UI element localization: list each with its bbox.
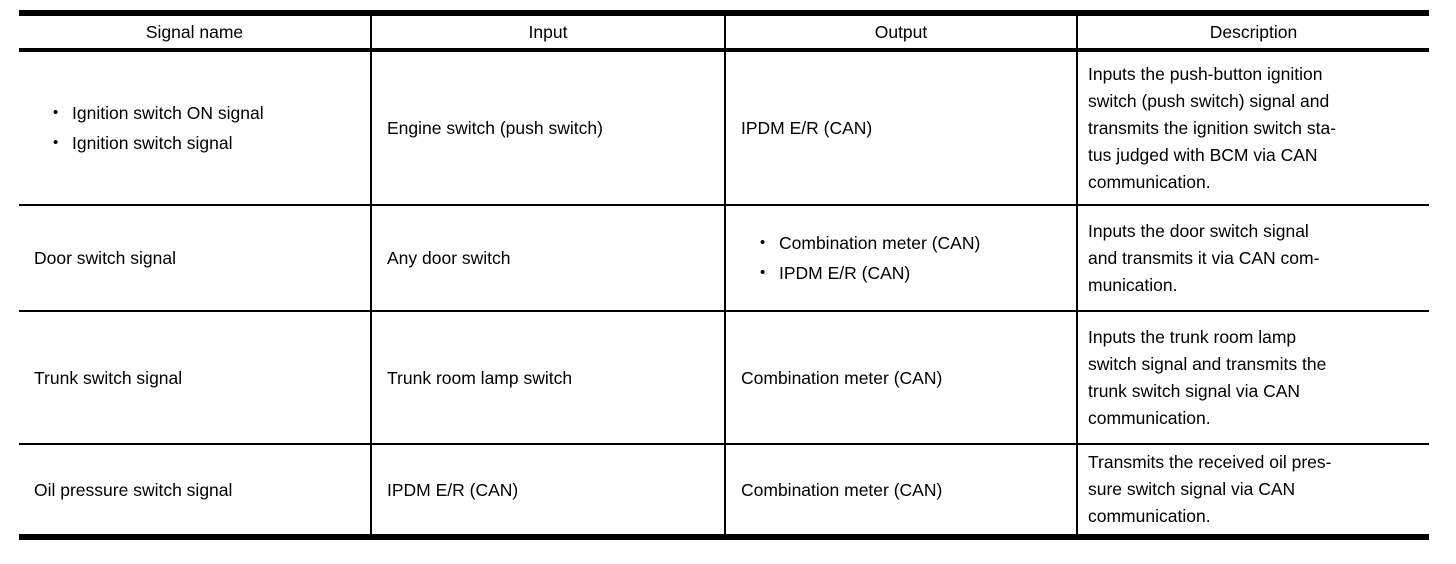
column-header-output: Output — [724, 13, 1077, 52]
cell-output: Combination meter (CAN) IPDM E/R (CAN) — [724, 204, 1077, 311]
cell-input: IPDM E/R (CAN) — [370, 443, 725, 537]
bullet-icon — [760, 258, 765, 288]
table-header-row: Signal name Input Output Description — [19, 13, 1429, 52]
column-header-signal-name: Signal name — [19, 13, 371, 52]
cell-input: Any door switch — [370, 204, 725, 311]
cell-input: Engine switch (push switch) — [370, 50, 725, 205]
list-item: Ignition switch ON signal — [34, 98, 362, 128]
list-item: Ignition switch signal — [34, 128, 362, 158]
list-item-text: Ignition switch ON signal — [72, 103, 264, 123]
column-header-input: Input — [370, 13, 725, 52]
cell-signal-name: Ignition switch ON signal Ignition switc… — [19, 50, 371, 205]
table-row: Trunk switch signal Trunk room lamp swit… — [19, 310, 1429, 444]
table-row: Ignition switch ON signal Ignition switc… — [19, 50, 1429, 205]
cell-description: Inputs the push-button ignition switch (… — [1076, 50, 1429, 205]
cell-signal-name: Oil pressure switch signal — [19, 443, 371, 537]
list-item: IPDM E/R (CAN) — [741, 258, 1068, 288]
bullet-icon — [760, 228, 765, 258]
can-signal-table: Signal name Input Output Description Ign… — [19, 10, 1429, 540]
cell-input: Trunk room lamp switch — [370, 310, 725, 444]
cell-description: Inputs the trunk room lamp switch signal… — [1076, 310, 1429, 444]
cell-description: Inputs the door switch signal and transm… — [1076, 204, 1429, 311]
cell-output: Combination meter (CAN) — [724, 310, 1077, 444]
cell-signal-name: Door switch signal — [19, 204, 371, 311]
table-row: Oil pressure switch signal IPDM E/R (CAN… — [19, 443, 1429, 537]
list-item-text: Ignition switch signal — [72, 133, 233, 153]
list-item: Combination meter (CAN) — [741, 228, 1068, 258]
list-item-text: Combination meter (CAN) — [779, 233, 981, 253]
signal-bullet-list: Ignition switch ON signal Ignition switc… — [34, 98, 362, 158]
table-row: Door switch signal Any door switch Combi… — [19, 204, 1429, 311]
cell-output: Combination meter (CAN) — [724, 443, 1077, 537]
cell-output: IPDM E/R (CAN) — [724, 50, 1077, 205]
cell-signal-name: Trunk switch signal — [19, 310, 371, 444]
list-item-text: IPDM E/R (CAN) — [779, 263, 911, 283]
column-header-description: Description — [1076, 13, 1429, 52]
document-page: Signal name Input Output Description Ign… — [0, 0, 1456, 540]
bullet-icon — [53, 128, 58, 158]
cell-description: Transmits the received oil pres- sure sw… — [1076, 443, 1429, 537]
output-bullet-list: Combination meter (CAN) IPDM E/R (CAN) — [741, 228, 1068, 288]
bullet-icon — [53, 98, 58, 128]
